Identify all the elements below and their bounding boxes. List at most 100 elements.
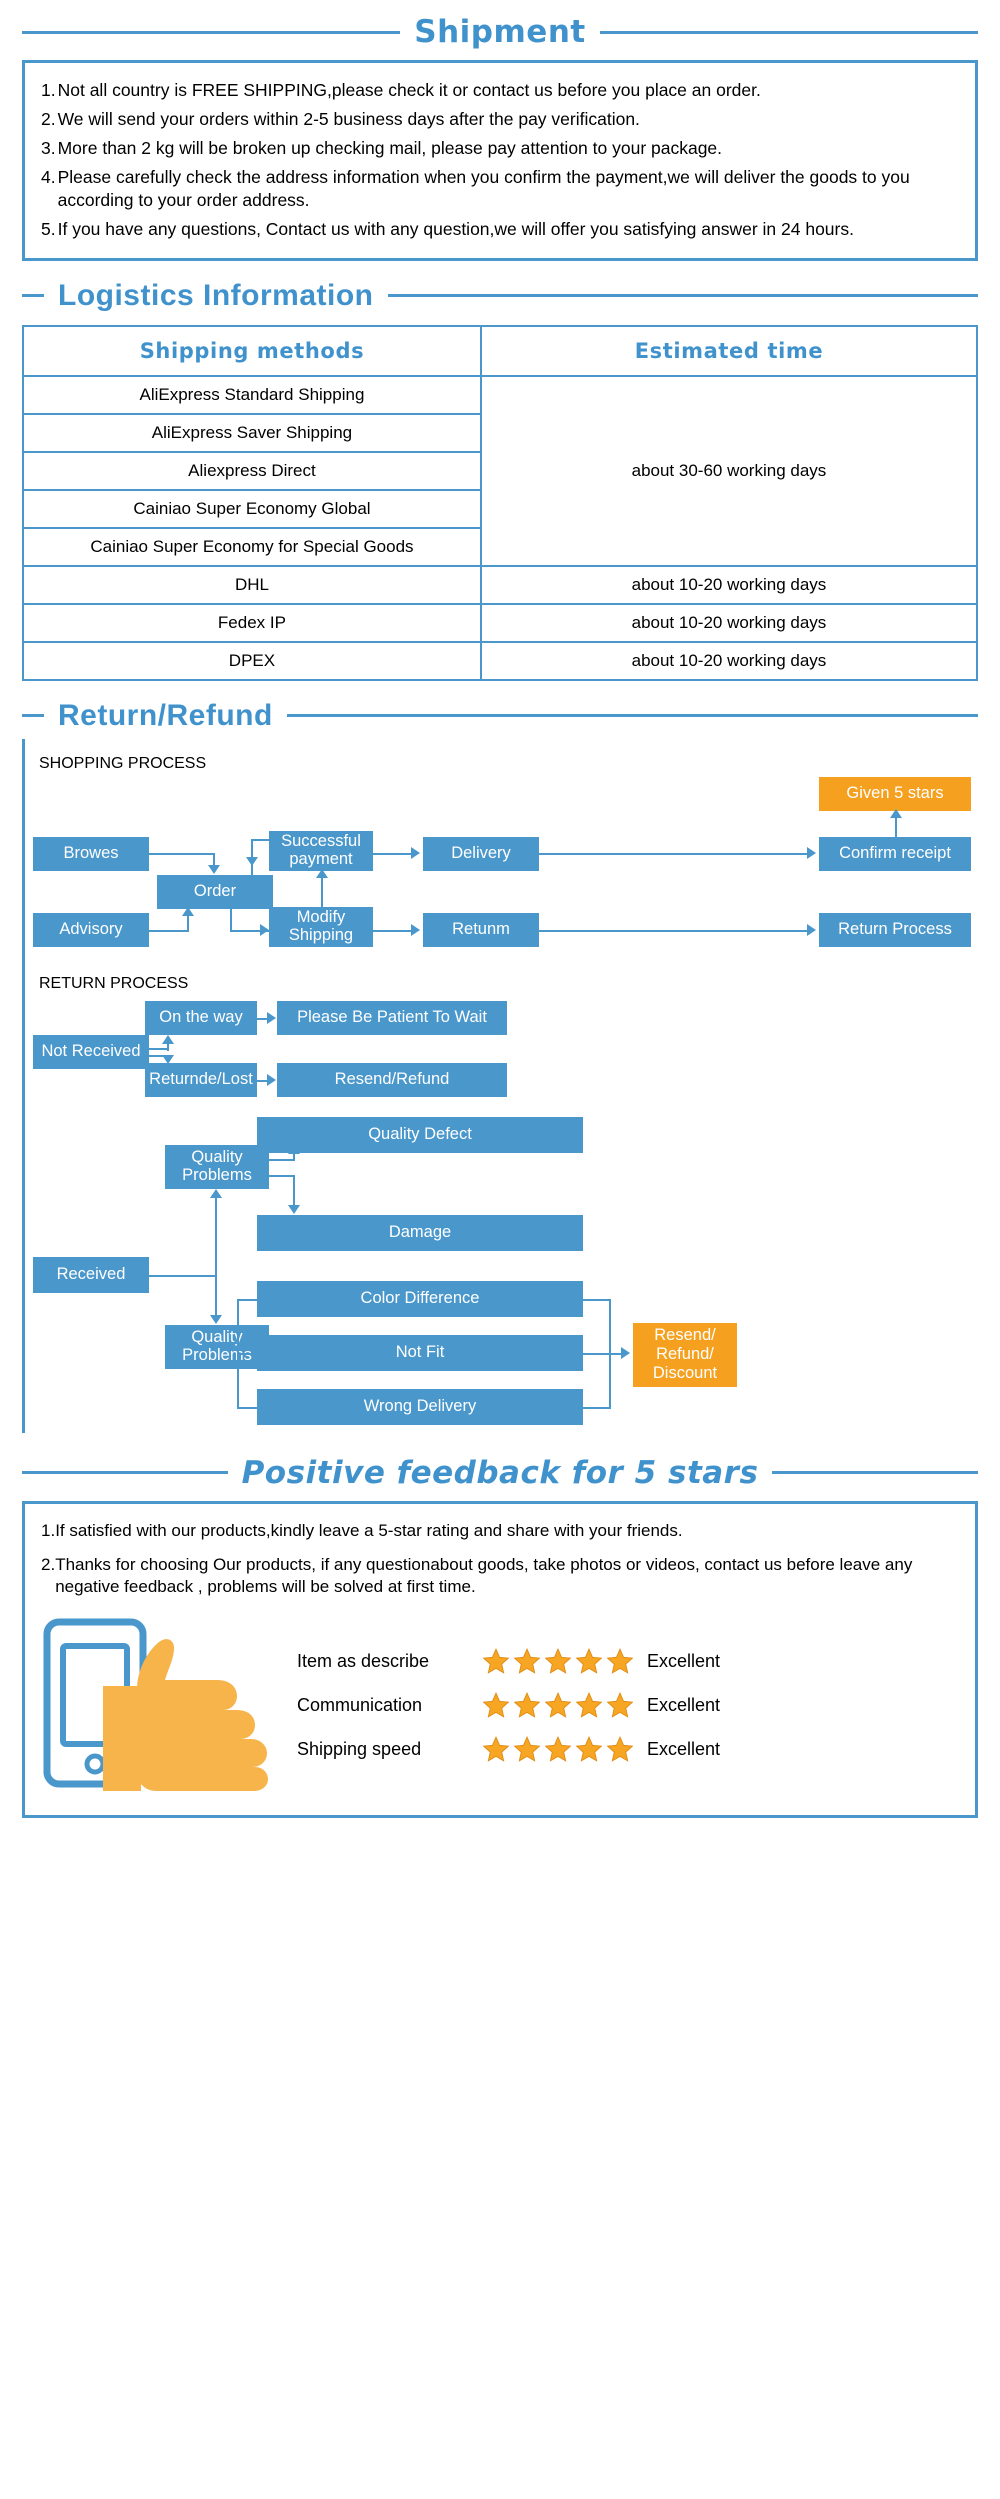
rating-row: Shipping speed Excellent [297, 1736, 959, 1763]
cell-method: DPEX [22, 640, 482, 681]
rating-row: Item as describe Excellent [297, 1648, 959, 1675]
heading-rule-lead [22, 714, 44, 718]
returns-title: Return/Refund [58, 698, 273, 732]
flow-node-not-fit[interactable]: Not Fit [257, 1334, 583, 1371]
flow-node-wrong-delivery[interactable]: Wrong Delivery [257, 1388, 583, 1425]
star-rating[interactable] [483, 1736, 633, 1763]
star-icon[interactable] [545, 1736, 571, 1763]
connector [215, 1274, 217, 1317]
ratings-list: Item as describe Excellent Communication [297, 1644, 959, 1763]
flow-node-given-5-stars[interactable]: Given 5 stars [819, 776, 971, 811]
logistics-title: Logistics Information [58, 278, 374, 312]
connector [583, 1406, 611, 1409]
list-item-number: 4. [41, 167, 56, 188]
flow-node-confirm-receipt[interactable]: Confirm receipt [819, 836, 971, 871]
cell-estimated-time: about 10-20 working days [479, 564, 979, 605]
flow-node-modify-shipping[interactable]: Modify Shipping [269, 906, 373, 947]
flow-node-successful-payment[interactable]: Successful payment [269, 830, 373, 871]
flow-node-color-difference[interactable]: Color Difference [257, 1280, 583, 1317]
star-icon[interactable] [576, 1692, 602, 1719]
connector [149, 852, 215, 855]
heading-rule-right [599, 30, 978, 34]
flow-node-browes[interactable]: Browes [33, 836, 149, 871]
star-icon[interactable] [514, 1692, 540, 1719]
arrow-right-icon [621, 1346, 630, 1359]
table-header-row: Shipping methods Estimated time [22, 324, 979, 377]
connector [237, 1298, 259, 1301]
star-icon[interactable] [576, 1648, 602, 1675]
flow-node-advisory[interactable]: Advisory [33, 912, 149, 947]
table-row: Fedex IP about 10-20 working days [22, 602, 979, 643]
connector [237, 1406, 259, 1409]
heading-rule-right [772, 1471, 978, 1475]
star-icon[interactable] [545, 1692, 571, 1719]
list-item: 5. If you have any questions, Contact us… [41, 218, 961, 241]
flow-node-quality-defect[interactable]: Quality Defect [257, 1116, 583, 1153]
flow-node-order[interactable]: Order [157, 874, 273, 909]
arrow-up-icon [890, 808, 902, 818]
connector [230, 906, 232, 931]
arrow-down-icon [162, 1054, 174, 1064]
star-rating[interactable] [483, 1692, 633, 1719]
flow-node-please-be-patient[interactable]: Please Be Patient To Wait [277, 1000, 507, 1035]
flow-node-not-received[interactable]: Not Received [33, 1034, 149, 1069]
list-item-text: Not all country is FREE SHIPPING,please … [57, 80, 761, 100]
flow-node-delivery[interactable]: Delivery [423, 836, 539, 871]
cell-method: AliExpress Standard Shipping [22, 374, 482, 415]
heading-rule-left [22, 1471, 228, 1475]
heading-rule-right [286, 714, 978, 718]
connector [149, 1047, 169, 1050]
connector [213, 852, 215, 867]
arrow-down-icon [210, 1314, 222, 1324]
connector [269, 1158, 295, 1161]
feedback-list: 1. If satisfied with our products,kindly… [25, 1504, 975, 1612]
flow-node-resend-refund-discount[interactable]: Resend/ Refund/ Discount [633, 1322, 737, 1387]
promo-page: Shipment 1. Not all country is FREE SHIP… [0, 14, 1000, 1838]
star-rating[interactable] [483, 1648, 633, 1675]
flow-node-on-the-way[interactable]: On the way [145, 1000, 257, 1035]
connector [149, 1274, 217, 1277]
shipment-box: 1. Not all country is FREE SHIPPING,plea… [22, 60, 978, 261]
arrow-right-icon [807, 846, 816, 859]
list-item-number: 1. [41, 80, 56, 100]
flow-node-quality-problems-lower[interactable]: Quality Problems [165, 1324, 269, 1369]
heading-rule-lead [22, 294, 44, 298]
star-icon[interactable] [483, 1648, 509, 1675]
star-icon[interactable] [576, 1736, 602, 1763]
arrow-right-icon [411, 846, 420, 859]
arrow-right-icon [260, 923, 269, 936]
star-icon[interactable] [514, 1736, 540, 1763]
connector [373, 852, 413, 855]
flow-node-resend-refund[interactable]: Resend/Refund [277, 1062, 507, 1097]
star-icon[interactable] [545, 1648, 571, 1675]
table-row: DHL about 10-20 working days [22, 564, 979, 605]
rating-row: Communication Excellent [297, 1692, 959, 1719]
list-item: 4. Please carefully check the address in… [41, 166, 961, 212]
star-icon[interactable] [514, 1648, 540, 1675]
star-icon[interactable] [607, 1736, 633, 1763]
star-icon[interactable] [483, 1736, 509, 1763]
table-row: AliExpress Saver Shipping [22, 412, 977, 453]
connector [269, 1346, 287, 1349]
connector [583, 1352, 611, 1355]
connector [609, 1352, 623, 1355]
feedback-heading: Positive feedback for 5 stars [0, 1455, 1000, 1491]
star-icon[interactable] [607, 1692, 633, 1719]
star-icon[interactable] [607, 1648, 633, 1675]
flow-node-damage[interactable]: Damage [257, 1214, 583, 1251]
rating-verdict: Excellent [647, 1738, 721, 1759]
cell-method: Aliexpress Direct [22, 450, 482, 491]
flow-node-retunm[interactable]: Retunm [423, 912, 539, 947]
connector [230, 929, 270, 932]
rating-label: Shipping speed [297, 1738, 422, 1759]
flow-node-return-process[interactable]: Return Process [819, 912, 971, 947]
cell-method: DHL [22, 564, 482, 605]
shopping-process-flow: Given 5 stars Browes Successful payment … [25, 773, 981, 963]
flow-node-quality-problems-upper[interactable]: Quality Problems [165, 1144, 269, 1189]
arrow-up-icon [162, 1034, 174, 1044]
list-item: 3. More than 2 kg will be broken up chec… [41, 137, 961, 160]
heading-rule-left [22, 30, 401, 34]
star-icon[interactable] [483, 1692, 509, 1719]
flow-node-returnde-lost[interactable]: Returnde/Lost [145, 1062, 257, 1097]
flow-node-received[interactable]: Received [33, 1256, 149, 1293]
